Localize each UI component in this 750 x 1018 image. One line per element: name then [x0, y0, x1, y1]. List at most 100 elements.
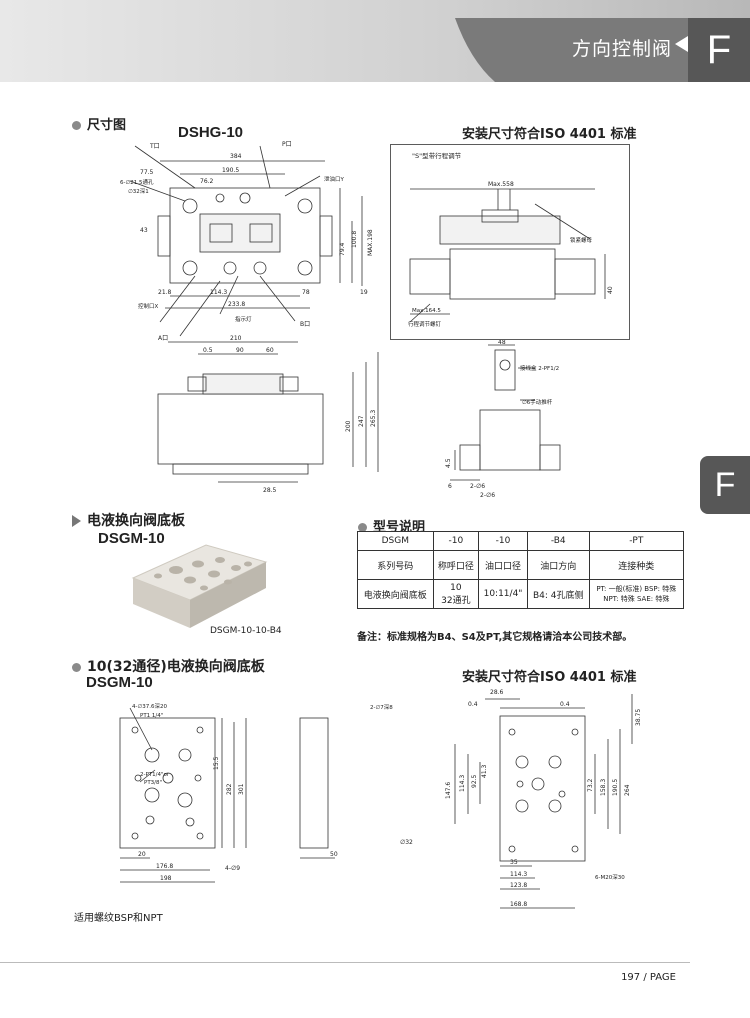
dim-60: 60: [266, 347, 274, 354]
dim-35: 35: [510, 859, 518, 866]
pt-spec-label: PT1 1/4": [140, 713, 163, 719]
table-row: 电液换向阀底板 10 32通孔 10:11/4" B4: 4孔底侧 PT: 一般…: [357, 579, 685, 609]
dim-28-5: 28.5: [263, 487, 277, 494]
bsp-npt-note: 适用螺纹BSP和NPT: [74, 913, 163, 924]
dim-max-198: MAX.198: [367, 229, 374, 256]
s-type-label: "S"型带行程调节: [412, 151, 462, 160]
dim-78: 78: [302, 289, 310, 296]
header-title: 方向控制阀: [571, 38, 672, 60]
table-row: 系列号码 称呼口径 油口口径 油口方向 连接种类: [357, 550, 685, 580]
table-cell: 系列号码: [357, 550, 434, 580]
dshg-front-view-drawing: 210 0.5 90 60 200 247 265.3 28.5: [157, 335, 379, 494]
dim-384: 384: [230, 153, 242, 160]
dim-114-3: 114.3: [210, 289, 227, 296]
dim-100-8: 100.8: [351, 231, 358, 248]
pt-spec-2-label: 2-PT1/4"or: [140, 772, 170, 778]
dim-15-5: 15.5: [213, 756, 220, 770]
table-cell: 电液换向阀底板: [357, 579, 434, 609]
table-cell: -10: [432, 531, 480, 551]
table-cell: 油口口径: [478, 550, 528, 580]
dim-264: 264: [624, 784, 631, 796]
hole-7-label: 2-∅7深8: [370, 703, 393, 711]
dim-41-3: 41.3: [481, 764, 488, 778]
table-cell: 称呼口径: [432, 550, 480, 580]
m20-label: 6-M20深30: [595, 873, 625, 881]
dim-2-6-b: 2-∅6: [480, 492, 495, 499]
dim-198: 198: [160, 875, 172, 882]
max-164-label: Max.164.5: [412, 308, 441, 314]
dim-176-8: 176.8: [156, 863, 173, 870]
dim-21-8: 21.8: [158, 289, 172, 296]
base-plate-32-heading-text: 10(32通径)电液换向阀底板: [87, 659, 265, 675]
model-dshg: DSHG-10: [178, 124, 244, 141]
hole-spec-1: 6-∅21.5通孔: [120, 178, 154, 186]
dim-90: 90: [236, 347, 244, 354]
iso-note-bottom: 安装尺寸符合ISO 4401 标准: [462, 670, 637, 685]
drain-y-label: 泄油口Y: [324, 175, 345, 183]
dim-50: 50: [330, 851, 338, 858]
dim-76-2: 76.2: [200, 178, 214, 185]
model-dsgm-2: DSGM-10: [86, 674, 153, 691]
max-558-label: Max.558: [488, 181, 514, 188]
table-header-row: DSGM -10 -10 -B4 -PT: [357, 531, 685, 551]
pt-spec-3-label: PT3/8": [144, 780, 162, 786]
base-plate-32-heading: 10(32通径)电液换向阀底板: [72, 656, 265, 676]
dim-2-6-a: 2-∅6: [470, 483, 485, 490]
table-cell: B4: 4孔底侧: [526, 579, 590, 609]
model-code-table: DSGM -10 -10 -B4 -PT 系列号码 称呼口径 油口口径 油口方向…: [357, 531, 685, 609]
dim-114-3-c: 114.3: [510, 871, 527, 878]
table-cell: DSGM: [357, 531, 434, 551]
bullet-icon: [72, 662, 81, 672]
manual-rod-label: ∅6手动推杆: [522, 398, 553, 406]
hole-spec-2: ∅32深1: [128, 187, 149, 195]
table-cell: 连接种类: [588, 550, 685, 580]
base-plate-heading: 电液换向阀底板: [72, 510, 185, 530]
dim-123-8: 123.8: [510, 882, 527, 889]
dim-73-2: 73.2: [587, 778, 594, 792]
dimensions-heading: 尺寸图: [72, 114, 126, 133]
dim-43: 43: [140, 227, 148, 234]
s-type-stroke-drawing: "S"型带行程调节 Max.558 锁紧螺母 40 Max.164.5 行程调节…: [390, 144, 630, 340]
dshg-side-view-drawing: 48 接线盒 2-PF1/2 ∅6手动推杆 4.5 6 2-∅6 2-∅6: [445, 340, 561, 499]
header-letter: F: [688, 18, 750, 82]
dim-190-5-b: 190.5: [612, 779, 619, 796]
dim-0-5: 0.5: [203, 347, 213, 354]
base-plate-heading-text: 电液换向阀底板: [87, 513, 185, 529]
dim-200: 200: [345, 420, 352, 432]
dim-40: 40: [607, 286, 614, 294]
table-cell: PT: 一般(标准) BSP: 特殊 NPT: 特殊 SAE: 特殊: [588, 579, 685, 609]
table-cell: -B4: [526, 531, 590, 551]
model-dsgm: DSGM-10: [98, 530, 165, 547]
stroke-screw-label: 行程调节螺钉: [408, 320, 442, 328]
dim-247: 247: [358, 415, 365, 427]
dim-301: 301: [238, 783, 245, 795]
remark-note: 备注：标准规格为B4、S4及PT,其它规格请洽本公司技术部。: [357, 632, 633, 643]
dim-0-4-b: 0.4: [560, 701, 570, 708]
table-cell: 10:11/4": [478, 579, 528, 609]
p-port-label: P口: [282, 141, 292, 148]
dim-4-5: 4.5: [445, 458, 452, 468]
dim-92-5: 92.5: [471, 774, 478, 788]
dim-210: 210: [230, 335, 242, 342]
terminal-label: 接线盒 2-PF1/2: [520, 364, 559, 372]
dim-38-75: 38.75: [635, 709, 642, 726]
dim-147-6: 147.6: [445, 782, 452, 799]
dim-77-5: 77.5: [140, 169, 154, 176]
triangle-bullet-icon: [72, 515, 81, 527]
dim-190-5: 190.5: [222, 167, 239, 174]
side-section-tab: F: [700, 456, 750, 514]
table-cell: 油口方向: [526, 550, 590, 580]
dsgm-plate-front-drawing: 4-∅37.6深20 PT1 1/4" 2-PT1/4"or PT3/8" 15…: [119, 702, 338, 883]
table-cell: -PT: [588, 531, 685, 551]
bullet-icon: [72, 121, 81, 130]
dim-20: 20: [138, 851, 146, 858]
table-cell: 10 32通孔: [432, 579, 480, 609]
hole-9-label: 4-∅9: [225, 865, 240, 872]
dim-265-3: 265.3: [370, 410, 377, 427]
t-port-label: T口: [149, 143, 160, 150]
footer-divider: [0, 962, 690, 963]
dim-282: 282: [226, 783, 233, 795]
lock-nut-label: 锁紧螺母: [570, 236, 593, 244]
d32-label: ∅32: [400, 839, 413, 846]
dim-6: 6: [448, 483, 452, 490]
